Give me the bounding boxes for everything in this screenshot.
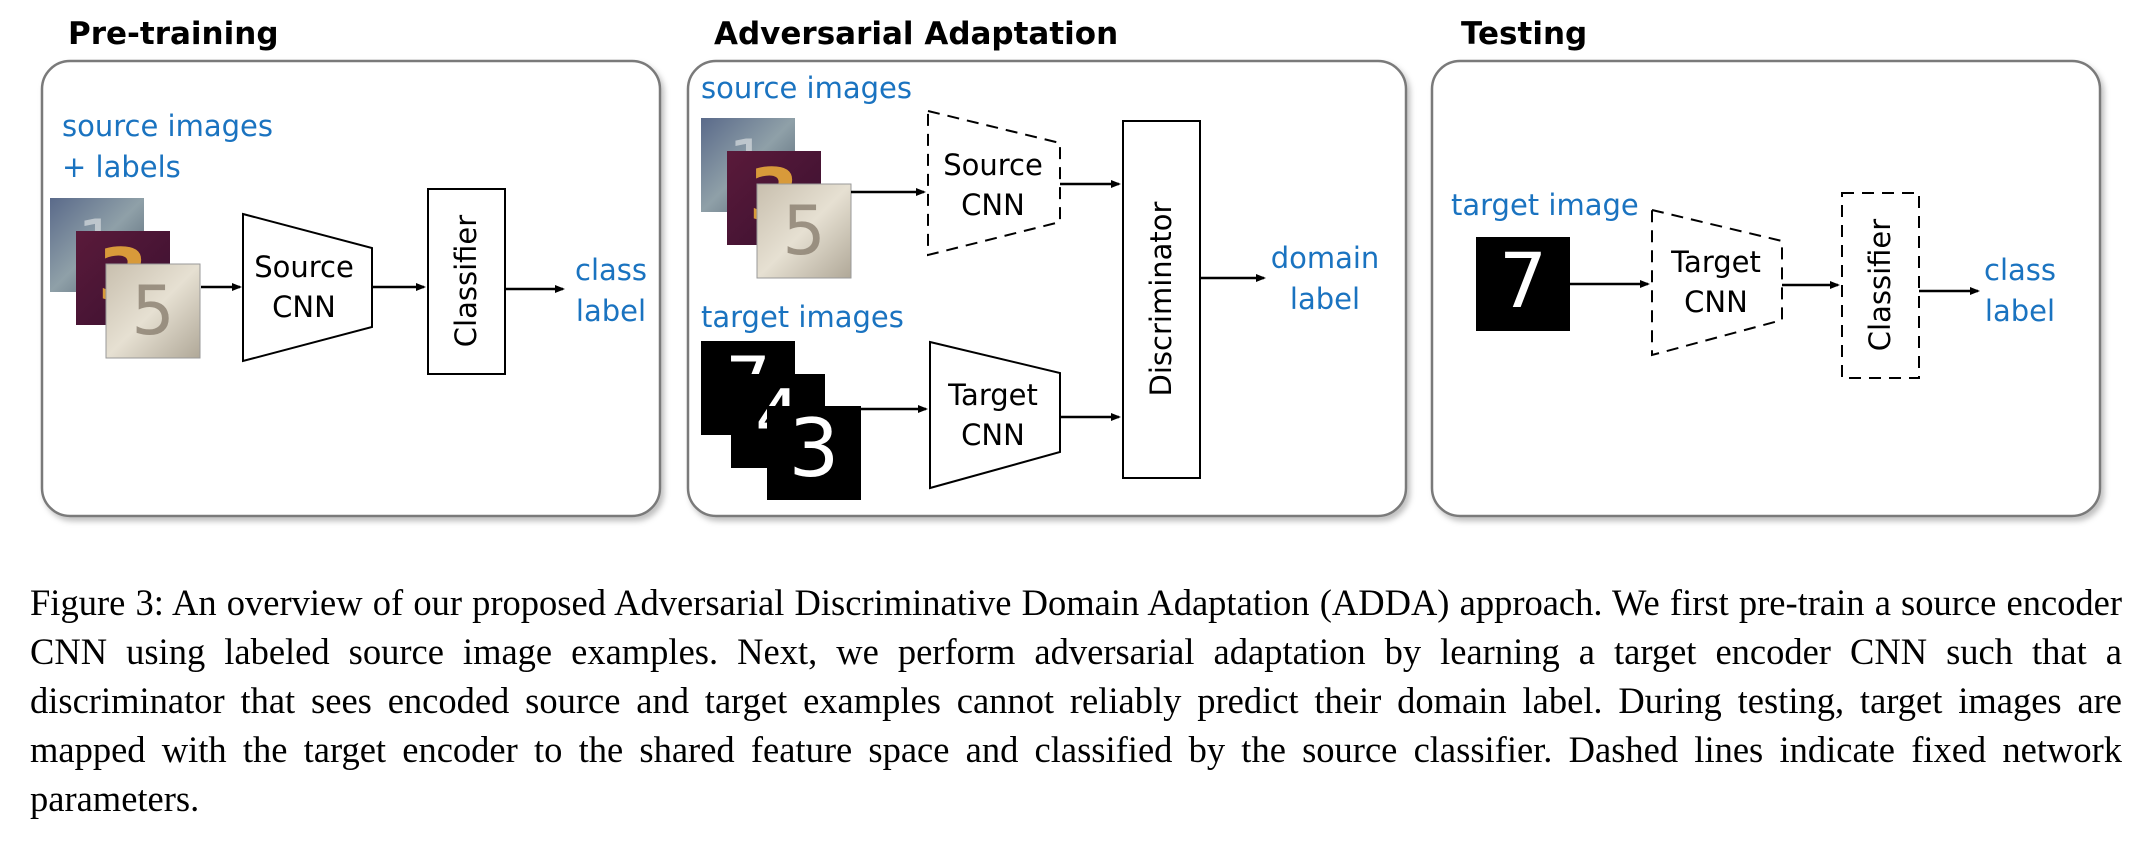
discriminator-label: Discriminator [1144, 201, 1178, 396]
adversarial-title: Adversarial Adaptation [714, 16, 1118, 52]
mnist-digit: 3 [789, 402, 840, 495]
target-cnn-encoder-fixed [1651, 208, 1783, 357]
domain-label-output: label [1290, 282, 1360, 316]
pretraining-panel: Pre-training source images + labels 1 3 … [40, 16, 662, 518]
source-images-label: source images [701, 71, 912, 105]
class-label-output: label [1985, 294, 2055, 328]
mnist-image [767, 406, 861, 500]
target-images-label: target images [701, 300, 904, 334]
source-cnn-encoder-fixed [927, 109, 1061, 257]
target-cnn-label: Target [947, 378, 1038, 412]
adversarial-panel-frame [686, 59, 1408, 518]
pretraining-title: Pre-training [68, 16, 279, 52]
svhn-image [756, 183, 852, 279]
target-image-stack: 7 4 3 [701, 341, 861, 500]
class-label-output: class [1984, 253, 2056, 287]
testing-panel: Testing target image 7 Target CNN Classi… [1430, 16, 2102, 518]
source-cnn-label: CNN [272, 290, 336, 324]
classifier-label: Classifier [449, 215, 483, 347]
mnist-image [1476, 237, 1570, 331]
adversarial-panel: Adversarial Adaptation source images 1 3… [686, 16, 1408, 518]
class-label-output: label [576, 294, 646, 328]
source-images-labels-label: source images [62, 109, 273, 143]
adda-figure: Pre-training source images + labels 1 3 … [40, 16, 2102, 518]
classifier-box [427, 188, 506, 375]
classifier-label: Classifier [1863, 219, 1897, 351]
discriminator-box [1122, 120, 1201, 479]
target-cnn-label: Target [1670, 245, 1761, 279]
target-cnn-encoder [929, 340, 1061, 490]
target-cnn-label: CNN [961, 418, 1025, 452]
mnist-digit: 7 [1499, 236, 1547, 325]
source-cnn-label: Source [943, 148, 1043, 182]
source-cnn-label: CNN [961, 188, 1025, 222]
source-labels-label: + labels [62, 150, 181, 184]
testing-title: Testing [1461, 16, 1587, 52]
source-image-stack: 1 3 5 [701, 118, 852, 279]
figure-caption: Figure 3: An overview of our proposed Ad… [30, 582, 2122, 819]
target-cnn-label: CNN [1684, 285, 1748, 319]
target-image-label: target image [1451, 188, 1639, 222]
svhn-image [105, 263, 201, 359]
classifier-box-fixed [1841, 192, 1920, 379]
source-cnn-label: Source [254, 250, 354, 284]
source-cnn-encoder [242, 212, 373, 363]
source-image-stack: 1 3 5 [50, 198, 201, 359]
svhn-digit: 5 [131, 272, 174, 351]
domain-label-output: domain [1271, 241, 1380, 275]
svhn-digit: 5 [782, 192, 825, 271]
class-label-output: class [575, 253, 647, 287]
